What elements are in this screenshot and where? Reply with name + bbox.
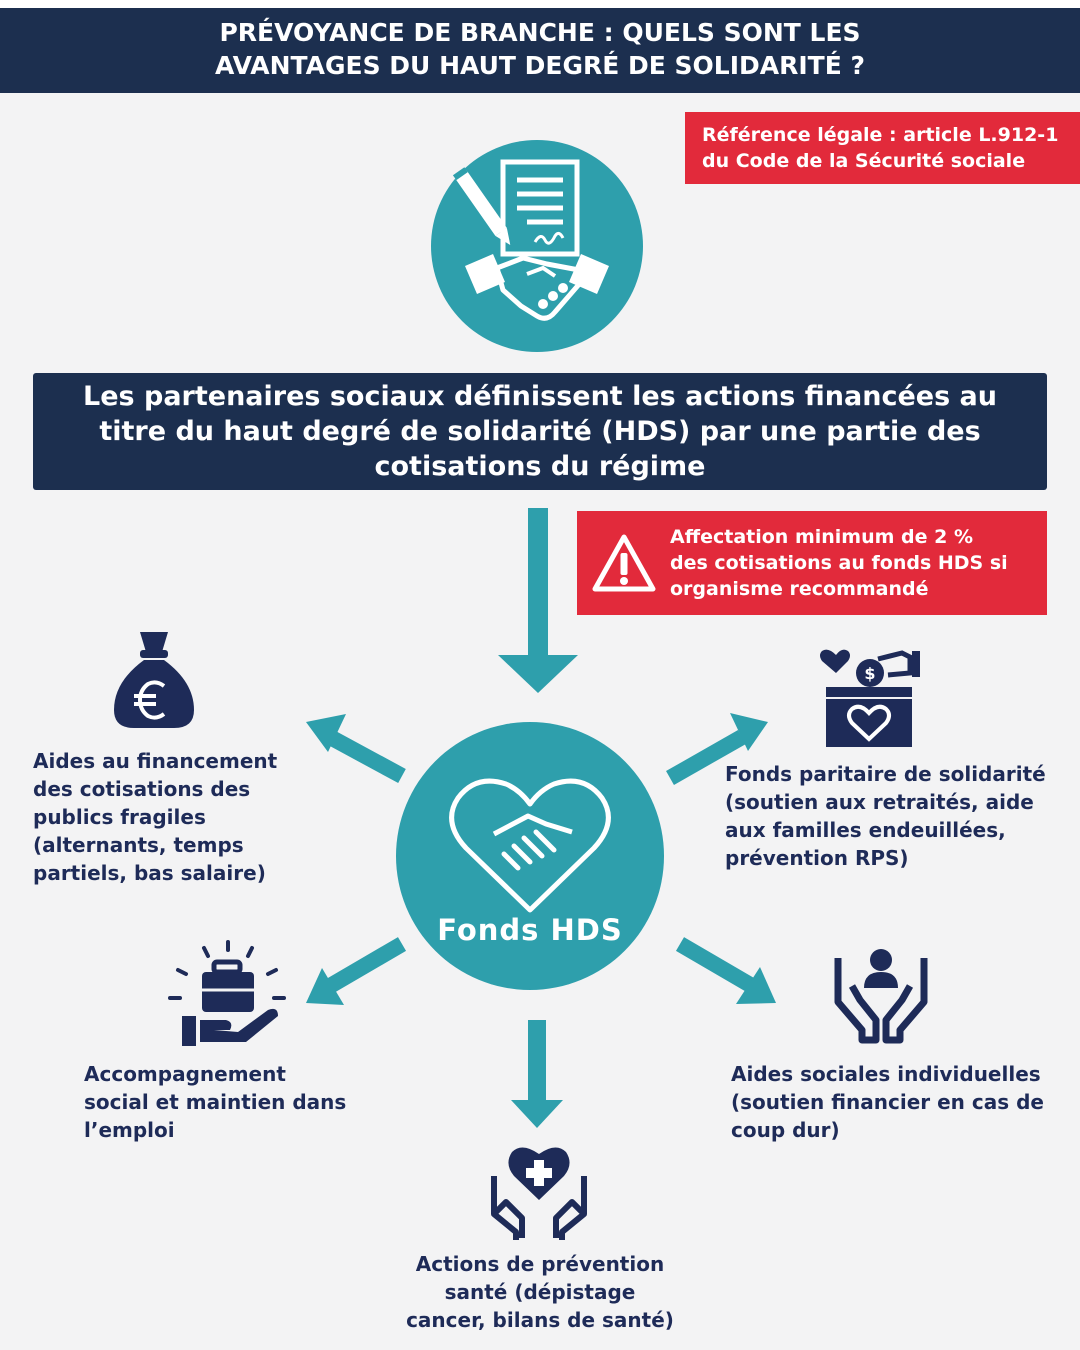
item-line: (alternants, temps — [33, 833, 244, 857]
item-individual-aid-text: Aides sociales individuelles (soutien fi… — [731, 1060, 1044, 1144]
item-line: Aides sociales individuelles — [731, 1062, 1041, 1086]
svg-text:$: $ — [864, 664, 875, 683]
warning-box: Affectation minimum de 2 % des cotisatio… — [577, 511, 1047, 615]
item-line: social et maintien dans — [84, 1090, 347, 1114]
arrow-to-funding-aid — [306, 714, 406, 784]
item-line: des cotisations des — [33, 777, 251, 801]
contract-handshake-badge — [431, 140, 643, 352]
item-line: Actions de prévention — [415, 1252, 665, 1276]
person-care-hands-icon — [834, 949, 928, 1044]
item-employment-support-text: Accompagnement social et maintien dans l… — [84, 1060, 346, 1144]
item-line: (soutien financier en cas de — [731, 1090, 1044, 1114]
item-line: (soutien aux retraités, aide — [725, 790, 1034, 814]
item-line: partiels, bas salaire) — [33, 861, 266, 885]
money-bag-euro-icon — [114, 632, 194, 728]
arrow-to-solidarity-fund — [666, 713, 768, 785]
warning-triangle-icon — [592, 534, 656, 592]
reference-line-1: Référence légale : article L.912-1 — [702, 124, 1059, 146]
legal-reference-box: Référence légale : article L.912-1 du Co… — [685, 112, 1080, 184]
item-line: Accompagnement — [84, 1062, 286, 1086]
health-heart-hands-icon — [491, 1147, 587, 1240]
warning-line-1: Affectation minimum de 2 % — [670, 526, 973, 548]
statement-line-2: titre du haut degré de solidarité (HDS) … — [99, 416, 981, 447]
title-line-2: AVANTAGES DU HAUT DEGRÉ DE SOLIDARITÉ ? — [214, 51, 866, 80]
donation-box-icon: $ — [820, 649, 920, 747]
item-solidarity-fund-text: Fonds paritaire de solidarité (soutien a… — [725, 760, 1046, 872]
arrow-to-individual-aid — [675, 937, 776, 1004]
page-title: PRÉVOYANCE DE BRANCHE : QUELS SONT LES A… — [0, 0, 1080, 93]
arrow-to-employment-support — [306, 937, 407, 1005]
title-line-1: PRÉVOYANCE DE BRANCHE : QUELS SONT LES — [219, 18, 861, 47]
item-line: prévention RPS) — [725, 846, 909, 870]
briefcase-hand-icon — [168, 940, 286, 1046]
warning-line-2: des cotisations au fonds HDS si — [670, 552, 1008, 574]
item-line: publics fragiles — [33, 805, 206, 829]
item-health-prevention-text: Actions de prévention santé (dépistage c… — [360, 1250, 720, 1334]
arrow-to-health-prevention — [511, 1020, 563, 1128]
item-line: cancer, bilans de santé) — [406, 1308, 674, 1332]
heart-handshake-icon — [449, 778, 611, 913]
hds-fund-hub — [396, 722, 664, 990]
item-line: Aides au financement — [33, 749, 278, 773]
item-line: coup dur) — [731, 1118, 840, 1142]
main-statement-banner: Les partenaires sociaux définissent les … — [33, 373, 1047, 490]
hub-label: Fonds HDS — [437, 913, 623, 947]
arrow-banner-to-hub — [498, 508, 578, 693]
item-line: santé (dépistage — [444, 1280, 636, 1304]
statement-line-1: Les partenaires sociaux définissent les … — [83, 381, 997, 412]
item-line: aux familles endeuillées, — [725, 818, 1006, 842]
item-line: l’emploi — [84, 1118, 175, 1142]
item-funding-aid-text: Aides au financement des cotisations des… — [33, 747, 277, 887]
contract-handshake-icon — [452, 159, 609, 321]
warning-line-3: organisme recommandé — [670, 578, 929, 600]
item-line: Fonds paritaire de solidarité — [725, 762, 1046, 786]
statement-line-3: cotisations du régime — [374, 451, 706, 482]
reference-line-2: du Code de la Sécurité sociale — [702, 150, 1026, 172]
